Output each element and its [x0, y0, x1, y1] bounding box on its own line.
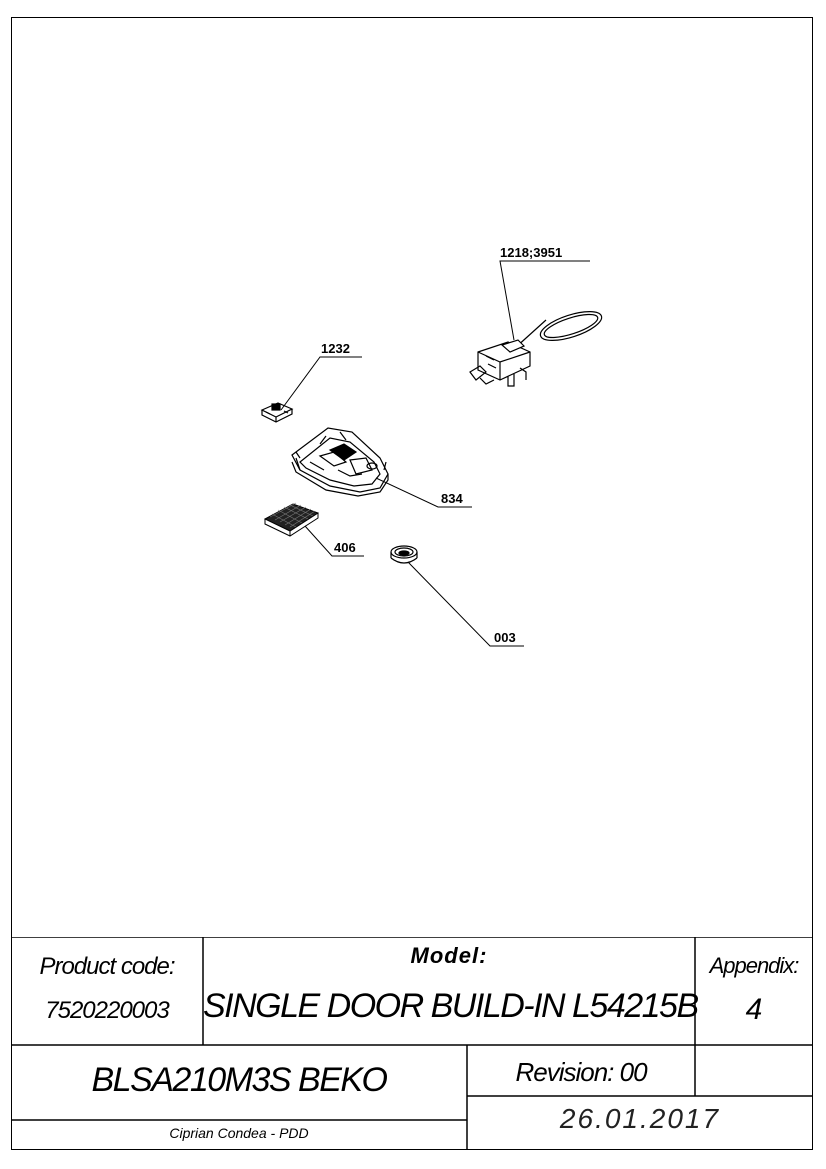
- part-switch: [260, 402, 294, 423]
- part-lamp-housing: [291, 427, 389, 497]
- model-label: Model:: [410, 943, 488, 968]
- callout-834: 834: [441, 491, 463, 506]
- appendix-label: Appendix:: [709, 953, 800, 978]
- product-name: BLSA210M3S BEKO: [91, 1061, 388, 1099]
- part-connector-cable: [469, 311, 603, 387]
- revision-label: Revision: 00: [515, 1057, 647, 1087]
- callout-003: 003: [494, 630, 516, 645]
- callout-1232: 1232: [321, 341, 350, 356]
- product-code-label: Product code:: [39, 953, 175, 980]
- exploded-parts-drawing: 1218;3951 1232 834 406 003: [260, 245, 603, 647]
- title-block: Product code: 7520220003 Model: SINGLE D…: [11, 937, 813, 1150]
- model-value: SINGLE DOOR BUILD-IN L54215B: [203, 987, 699, 1025]
- part-lens-ring: [390, 545, 418, 564]
- callout-1218-3951: 1218;3951: [500, 245, 562, 260]
- author-name: Ciprian Condea - PDD: [169, 1125, 309, 1141]
- revision-date: 26.01.2017: [559, 1103, 721, 1134]
- drawing-frame: [11, 17, 813, 1150]
- title-block-grid: [11, 937, 813, 1150]
- callout-406: 406: [334, 540, 356, 555]
- product-code-value: 7520220003: [45, 997, 169, 1024]
- leader-lines: [280, 260, 590, 647]
- part-grille: [263, 502, 320, 537]
- appendix-value: 4: [745, 993, 763, 1026]
